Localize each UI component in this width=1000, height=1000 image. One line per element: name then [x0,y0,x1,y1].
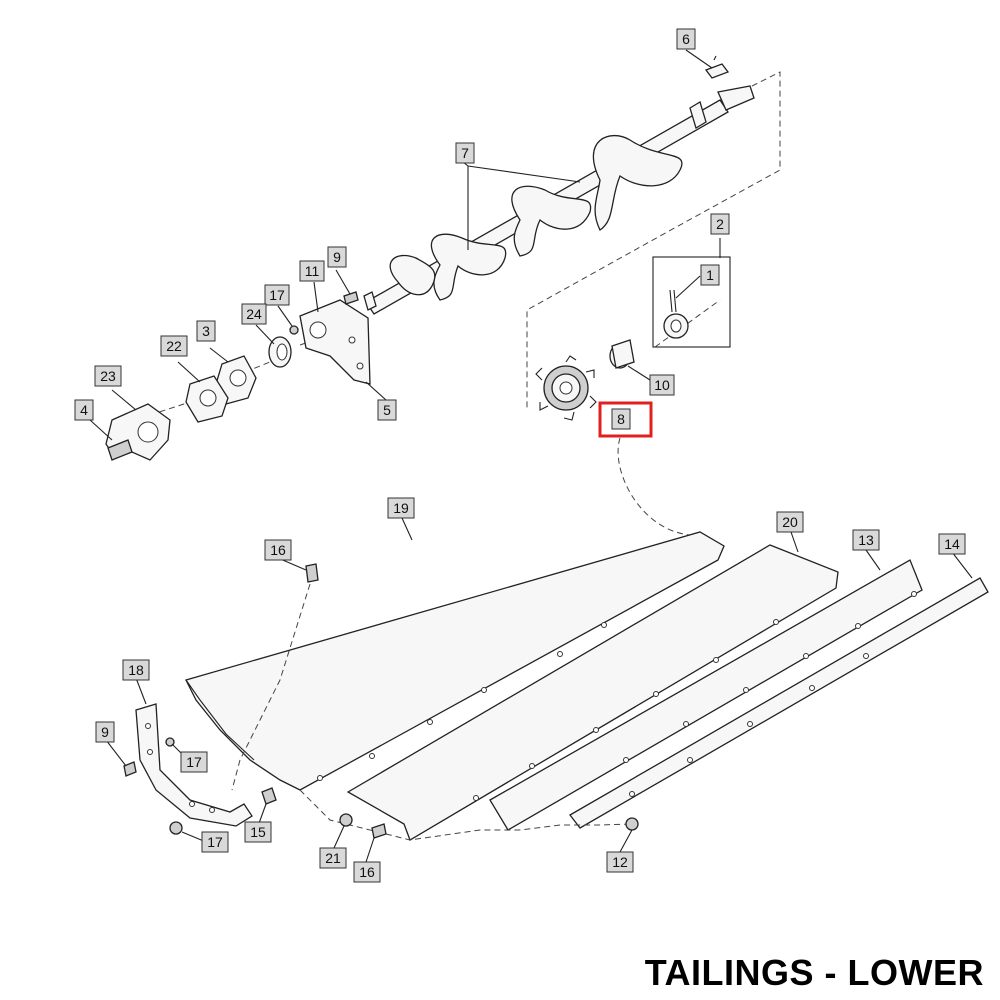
callout-15[interactable]: 15 [244,821,272,843]
svg-text:18: 18 [128,662,144,678]
svg-text:6: 6 [682,31,690,47]
svg-text:23: 23 [100,368,116,384]
svg-text:20: 20 [782,514,798,530]
auger-assembly [363,55,781,410]
svg-text:17: 17 [269,287,285,303]
callout-20[interactable]: 20 [776,511,804,533]
svg-text:7: 7 [461,145,469,161]
sprocket-group [535,256,731,536]
callout-7[interactable]: 7 [455,142,475,164]
svg-text:21: 21 [325,850,341,866]
callout-19[interactable]: 19 [387,497,415,519]
svg-text:22: 22 [166,338,182,354]
svg-text:12: 12 [612,854,628,870]
diagram-title: TAILINGS - LOWER [644,952,984,993]
svg-text:4: 4 [80,402,88,418]
svg-text:9: 9 [101,724,109,740]
callout-16-top[interactable]: 16 [264,539,292,561]
svg-text:8: 8 [617,411,625,427]
callout-9-top[interactable]: 9 [327,246,347,268]
svg-text:16: 16 [270,542,286,558]
svg-text:15: 15 [250,824,266,840]
svg-text:24: 24 [246,306,262,322]
callout-4[interactable]: 4 [74,399,94,421]
leader-lines [89,49,973,863]
callout-17-middle[interactable]: 17 [180,751,208,773]
svg-text:17: 17 [207,834,223,850]
bracket-group [123,563,639,839]
callout-23[interactable]: 23 [94,365,122,387]
svg-text:2: 2 [716,216,724,232]
svg-text:19: 19 [393,500,409,516]
callout-11[interactable]: 11 [299,260,325,282]
callout-21[interactable]: 21 [319,847,347,869]
svg-text:13: 13 [858,532,874,548]
bearing-group [105,291,371,461]
svg-text:5: 5 [383,402,391,418]
svg-text:17: 17 [186,754,202,770]
callout-6[interactable]: 6 [676,28,696,50]
callout-14[interactable]: 14 [938,533,966,555]
svg-text:10: 10 [654,377,670,393]
callout-5[interactable]: 5 [377,399,397,421]
callout-17-bottom[interactable]: 17 [201,831,229,853]
callout-24[interactable]: 24 [241,303,267,325]
svg-text:14: 14 [944,536,960,552]
callout-22[interactable]: 22 [160,335,188,357]
callout-16-bottom[interactable]: 16 [353,861,381,883]
svg-text:16: 16 [359,864,375,880]
callout-1[interactable]: 1 [700,264,720,286]
svg-text:11: 11 [305,263,320,279]
svg-text:3: 3 [202,323,210,339]
callout-12[interactable]: 12 [606,851,634,873]
trough-group [185,531,989,841]
callout-2[interactable]: 2 [710,213,730,235]
callout-10[interactable]: 10 [649,374,675,396]
callout-18[interactable]: 18 [122,659,150,681]
svg-text:9: 9 [333,249,341,265]
callout-9-bottom[interactable]: 9 [95,721,115,743]
callout-8-highlighted[interactable]: 8 [598,401,653,438]
callout-17-top[interactable]: 17 [264,284,290,306]
callout-13[interactable]: 13 [852,529,880,551]
svg-text:1: 1 [706,267,714,283]
callout-3[interactable]: 3 [196,320,216,342]
